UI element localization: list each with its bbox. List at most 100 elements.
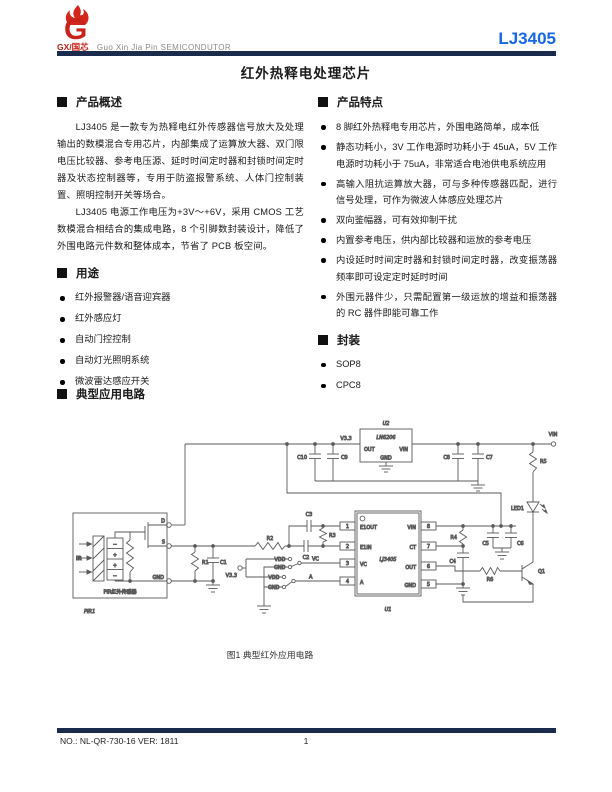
label-vc-net: VC — [312, 557, 319, 563]
label-u2-part: LN6206 — [376, 435, 395, 441]
section-heading-circuit: 典型应用电路 — [57, 386, 145, 402]
label-c8: C8 — [443, 455, 450, 461]
section-square-icon — [57, 389, 67, 399]
section-heading-label: 典型应用电路 — [76, 389, 145, 401]
features-list: 8 脚红外热释电专用芯片，外围电路简单，成本低静态功耗小，3V 工作电源时功耗小… — [318, 119, 557, 322]
label-pin2: 2 — [346, 544, 349, 550]
list-item: SOP8 — [318, 357, 557, 372]
label-s: S — [162, 540, 165, 546]
company-name: Guo Xin Jia Pin SEMICONDUTOR — [96, 43, 232, 52]
applications-list: 红外报警器/语音迎宾器红外感应灯自动门控控制自动灯光照明系统微波雷达感应开关 — [57, 290, 304, 389]
company-logo: G — [57, 5, 97, 48]
label-pir1: PIR1 — [84, 609, 95, 615]
label-c3: C3 — [306, 512, 313, 518]
doc-number: NO.: NL-QR-730-16 VER: 1811 — [60, 736, 179, 746]
schematic-svg: VIN V3.3 U2 LN6206 OUT VIN GND C10 C9 C8… — [72, 421, 558, 615]
section-heading-package: 封装 — [318, 332, 557, 348]
label-u2-vin: VIN — [399, 447, 408, 453]
svg-text:−: − — [113, 542, 117, 548]
list-item: 自动门控控制 — [57, 332, 304, 347]
section-square-icon — [318, 334, 328, 345]
list-item: 红外报警器/语音迎宾器 — [57, 290, 304, 305]
section-square-icon — [57, 268, 67, 278]
label-r3: R3 — [329, 533, 336, 539]
label-gnd1: GND — [274, 565, 286, 571]
flame-g-logo-icon: G — [64, 5, 89, 46]
label-r6: R6 — [487, 577, 494, 583]
list-item: 高输入阻抗运算放大器，可与多种传感器匹配，进行信号处理，可作为微波人体感应处理芯… — [318, 176, 557, 209]
section-heading-features: 产品特点 — [318, 94, 557, 110]
application-circuit-diagram: VIN V3.3 U2 LN6206 OUT VIN GND C10 C9 C8… — [56, 416, 560, 655]
label-c1: C1 — [220, 560, 227, 566]
page-number: 1 — [303, 736, 309, 746]
section-heading-overview: 产品概述 — [57, 94, 304, 110]
label-pin-vc: VC — [360, 562, 367, 568]
label-pin8: 8 — [427, 524, 430, 530]
label-c9: C9 — [341, 455, 348, 461]
label-vin-terminal: VIN — [549, 432, 558, 438]
list-item: 外围元器件少，只需配置第一级运放的增益和振荡器的 RC 器件即能可靠工作 — [318, 289, 557, 322]
label-vdd1: VDD — [274, 557, 285, 563]
label-pin6: 6 — [427, 564, 430, 570]
label-a-net: A — [309, 575, 313, 581]
label-pin-e1in: E1IN — [360, 545, 372, 551]
list-item: 内置参考电压，供内部比较器和运放的参考电压 — [318, 232, 557, 249]
label-pin-gnd: GND — [405, 583, 417, 589]
label-vdd2: VDD — [268, 575, 279, 581]
label-c2: C2 — [303, 555, 310, 561]
label-pin1: 1 — [346, 524, 349, 530]
brand-line: GX/国芯 Guo Xin Jia Pin SEMICONDUTOR — [57, 41, 231, 53]
label-v33-rail: V3.3 — [340, 436, 351, 442]
svg-text:+: + — [113, 563, 117, 569]
label-ir: IR — [76, 556, 82, 562]
label-pin4: 4 — [346, 579, 349, 585]
label-u1: U1 — [385, 607, 392, 613]
label-pin-out: OUT — [405, 565, 417, 571]
label-pin7: 7 — [427, 544, 430, 550]
left-column: 产品概述 LJ3405 是一款专为热释电红外传感器信号放大及处理输出的数模混合专… — [57, 94, 304, 395]
label-r5: R5 — [540, 459, 547, 465]
label-c4: C4 — [449, 559, 456, 565]
label-u2-out: OUT — [364, 447, 376, 453]
figure-caption: 图1 典型红外应用电路 — [226, 650, 314, 660]
brand-name: GX/国芯 — [57, 42, 89, 52]
list-item: 自动灯光照明系统 — [57, 353, 304, 368]
label-c6: C6 — [517, 541, 524, 547]
section-heading-label: 封装 — [337, 334, 360, 347]
label-u2-gnd: GND — [380, 456, 392, 462]
header-divider — [57, 51, 556, 56]
logo-letter: G — [64, 13, 87, 43]
list-item: 8 脚红外热释电专用芯片，外围电路简单，成本低 — [318, 119, 557, 136]
label-gnd-terminal: GND — [153, 575, 165, 581]
label-d: D — [161, 519, 165, 525]
label-u1-part: LJ3405 — [380, 557, 397, 563]
label-gnd2: GND — [268, 585, 280, 591]
label-pin3: 3 — [346, 561, 349, 567]
label-pin5: 5 — [427, 582, 430, 588]
label-v33-select: V3.3 — [226, 573, 237, 579]
list-item: CPC8 — [318, 378, 557, 393]
label-r2: R2 — [267, 536, 274, 542]
page-title: 红外热释电处理芯片 — [240, 66, 372, 81]
label-pin-a: A — [360, 580, 364, 586]
label-r1: R1 — [202, 560, 209, 566]
label-pin-vin: VIN — [407, 525, 416, 531]
label-led1: LED1 — [511, 506, 524, 512]
part-number: LJ3405 — [498, 29, 556, 48]
section-heading-applications: 用途 — [57, 265, 304, 281]
overview-paragraph: LJ3405 是一款专为热释电红外传感器信号放大及处理输出的数模混合专用芯片，内… — [57, 122, 304, 200]
svg-text:+: + — [113, 553, 117, 559]
footer-divider — [57, 728, 556, 733]
section-square-icon — [57, 97, 67, 107]
label-q1: Q1 — [538, 569, 545, 575]
svg-text:−: − — [113, 574, 117, 580]
label-pin-ct: CT — [409, 545, 416, 551]
list-item: 内设延时时间定时器和封锁时间定时器，改变振荡器频率即可设定定时延时时间 — [318, 252, 557, 285]
right-column: 产品特点 8 脚红外热释电专用芯片，外围电路简单，成本低静态功耗小，3V 工作电… — [318, 94, 557, 399]
section-heading-label: 用途 — [76, 268, 99, 280]
label-c10: C10 — [297, 455, 307, 461]
list-item: 红外感应灯 — [57, 311, 304, 326]
label-u2: U2 — [383, 421, 390, 427]
list-item: 静态功耗小，3V 工作电源时功耗小于 45uA，5V 工作电源时功耗小于 75u… — [318, 139, 557, 172]
